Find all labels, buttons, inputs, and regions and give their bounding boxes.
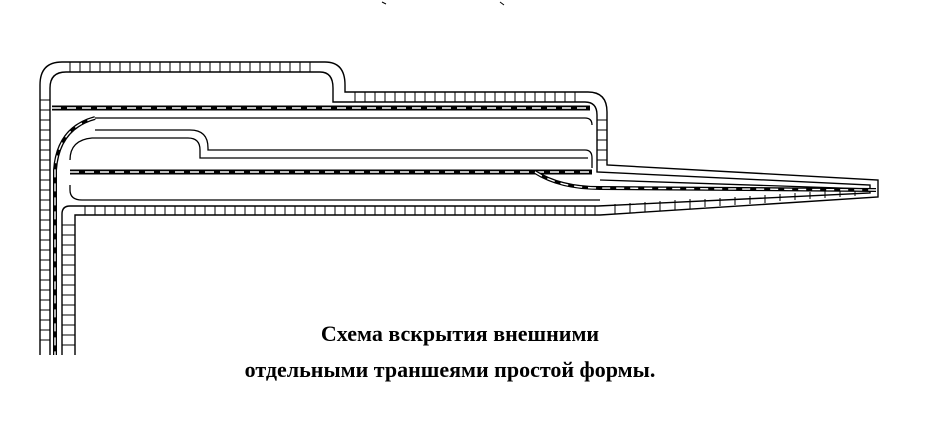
caption-line-1: Схема вскрытия внешними (320, 321, 600, 346)
stray-mark (381, 1, 505, 6)
haul-roads (52, 105, 877, 355)
inner-benches (69, 117, 871, 201)
bench-hatching (40, 62, 856, 346)
pit-outer-contour (39, 61, 879, 355)
caption-line-2: отдельными траншеями простой формы. (244, 357, 656, 382)
